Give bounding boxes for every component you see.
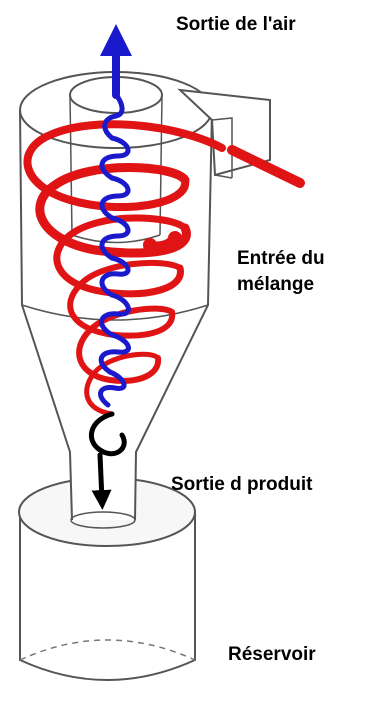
product-outlet-label: Sortie d produit — [171, 472, 312, 498]
mixture-inlet-label: Entrée du mélange — [237, 246, 325, 298]
mixture-inlet-label-line1: Entrée du — [237, 246, 325, 272]
reservoir-label: Réservoir — [228, 642, 316, 668]
air-outlet-label: Sortie de l'air — [176, 12, 296, 38]
mixture-inlet-label-line2: mélange — [237, 272, 325, 298]
